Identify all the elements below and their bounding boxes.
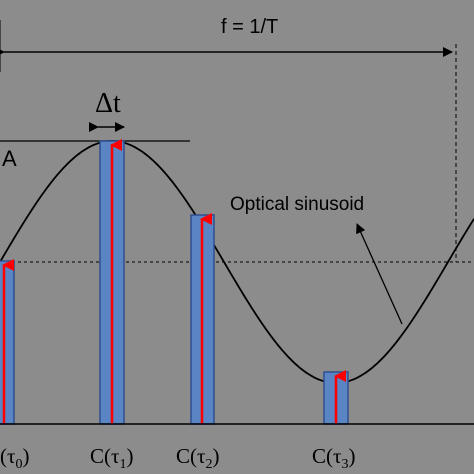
curve-label: Optical sinusoid	[230, 194, 364, 215]
sample-bar-2	[190, 213, 215, 425]
optical-sinusoid-curve	[0, 140, 474, 384]
sample-bar-1	[99, 139, 125, 425]
frequency-label: f = 1/T	[221, 16, 278, 38]
sample-label-3: C(τ3)	[312, 444, 355, 472]
amplitude-label: A	[2, 146, 17, 171]
sample-label-1: C(τ1)	[90, 444, 133, 472]
sample-bar-0	[0, 259, 15, 425]
sample-label-0: C(τ0)	[0, 444, 29, 472]
sample-bar-3	[323, 370, 349, 425]
sample-bar-0-rect	[0, 260, 15, 425]
curve-pointer-arrow	[356, 223, 403, 325]
delta-t-label: Δt	[95, 88, 121, 119]
sample-label-2: C(τ2)	[176, 444, 219, 472]
